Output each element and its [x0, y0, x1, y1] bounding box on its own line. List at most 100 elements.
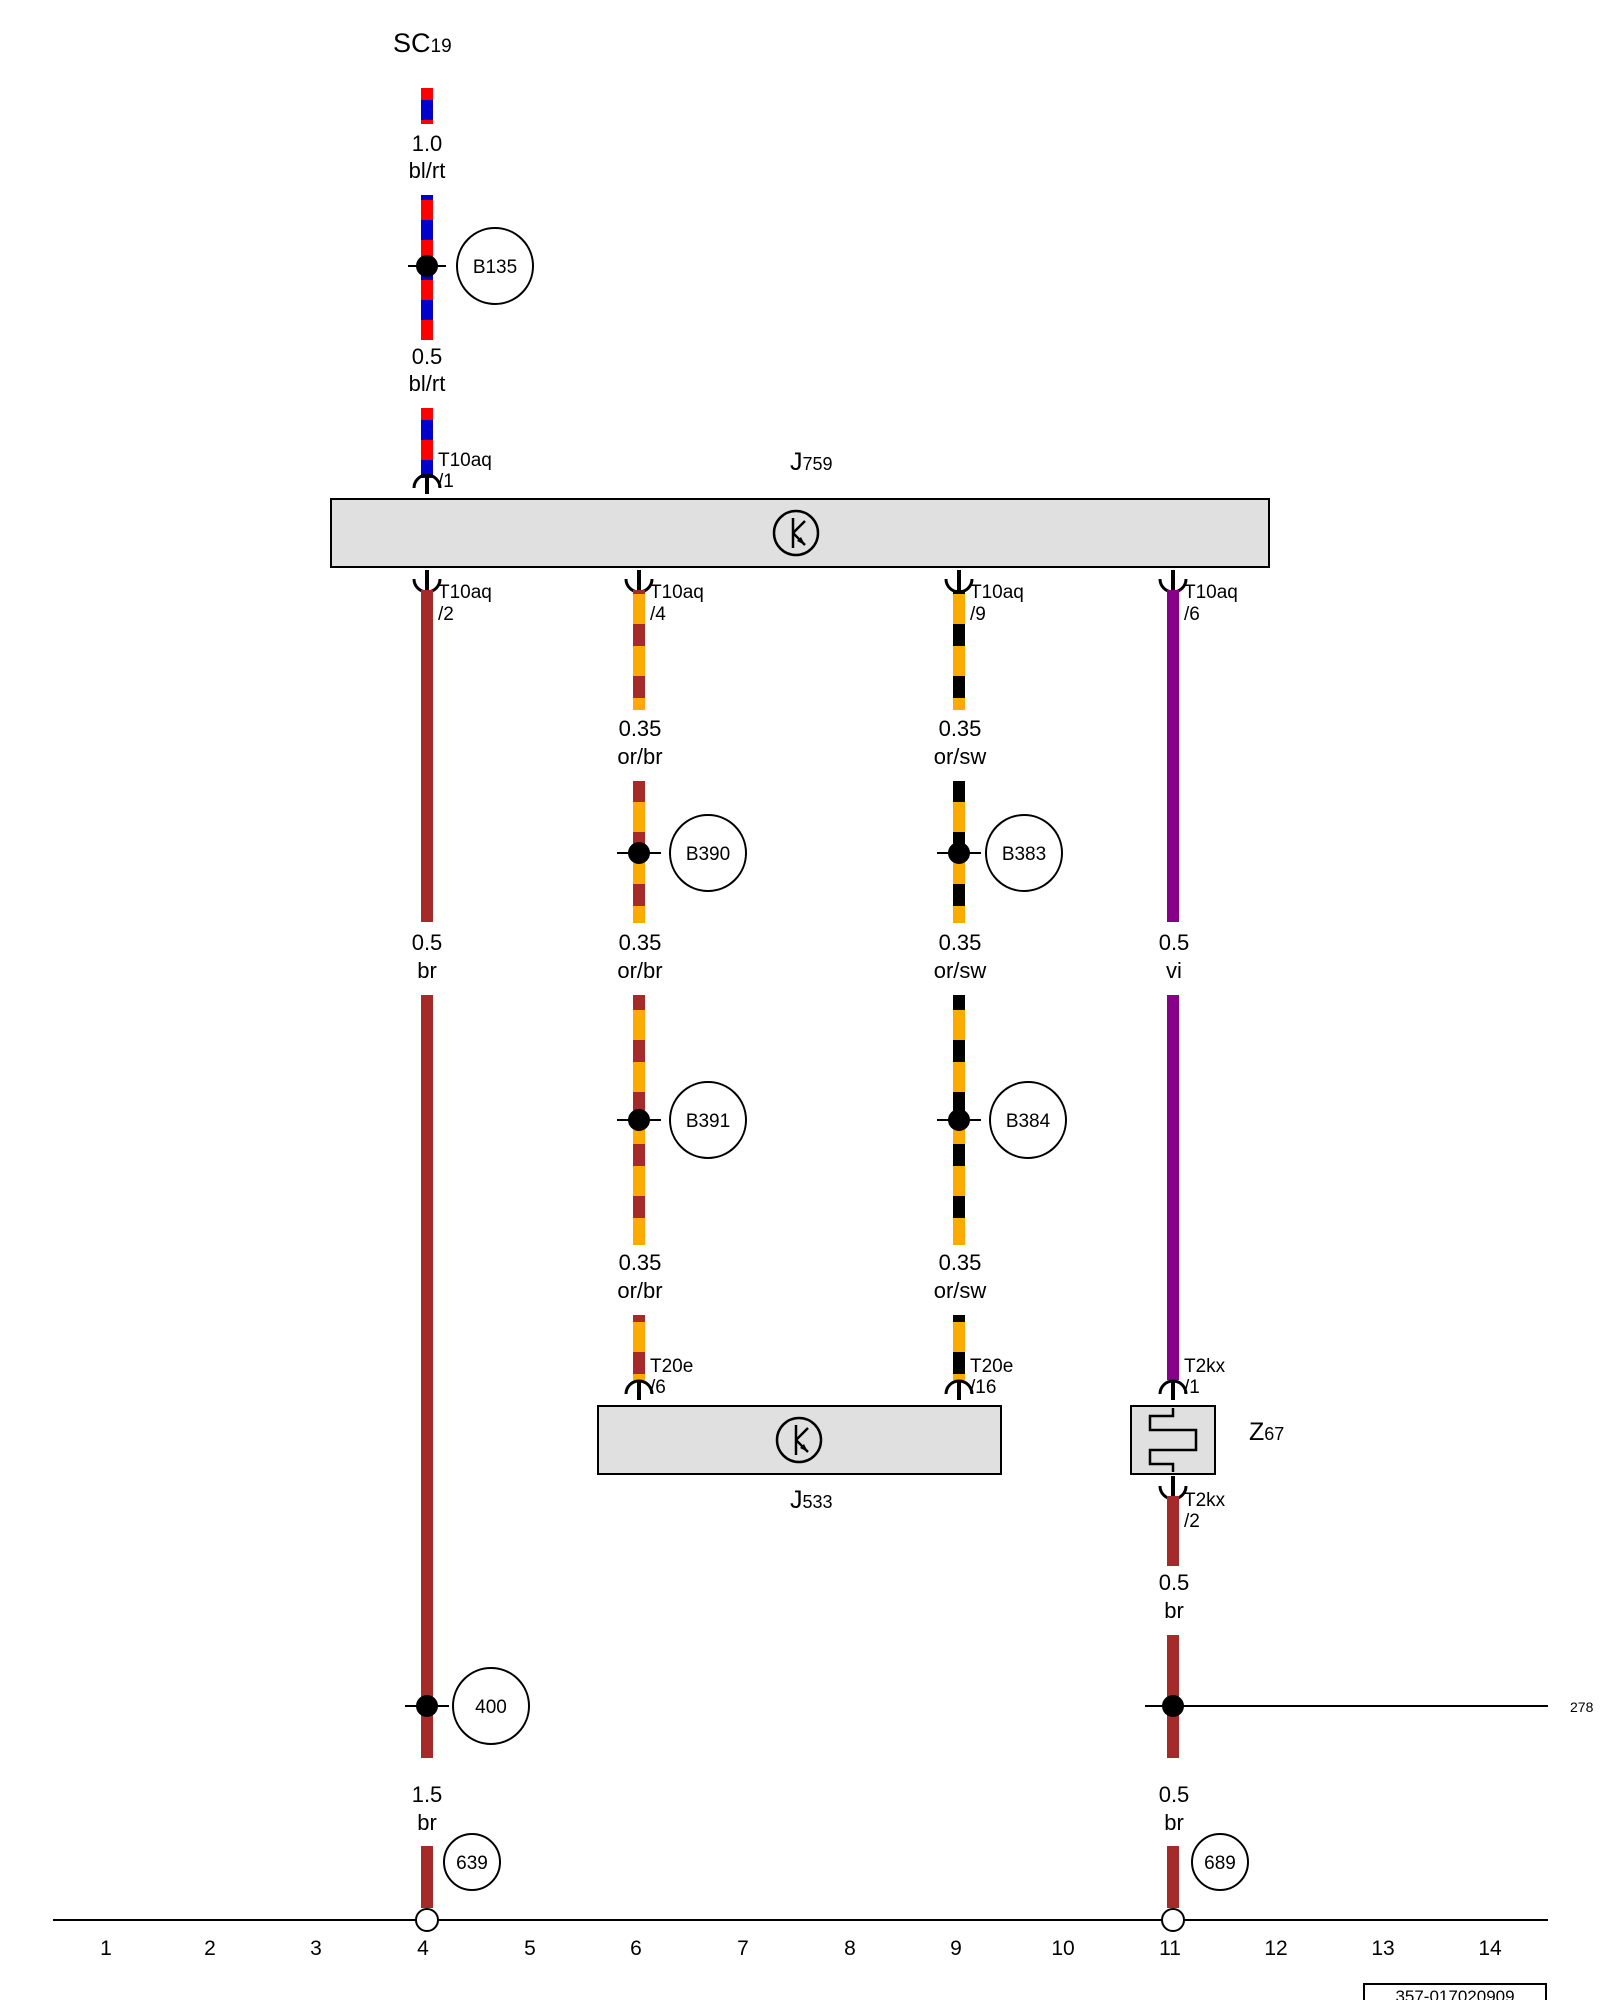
wire-sc19-low	[421, 408, 433, 478]
splice-b391-label: B391	[686, 1111, 730, 1132]
wire-orbr-4	[633, 1315, 645, 1380]
ground-node-11	[1161, 1908, 1185, 1932]
splice-dot-b384	[948, 1109, 970, 1131]
grid-number-3: 3	[310, 1937, 322, 1960]
wire-z67-gnd-color: br	[1164, 1810, 1184, 1835]
connector-t10aq-2-pin: /2	[438, 604, 454, 625]
connector-t20e-16-pin: /16	[970, 1377, 996, 1398]
wire-orsw-3-size: 0.35	[939, 1250, 982, 1275]
splice-dot-b135	[416, 255, 438, 277]
wire-vi-size: 0.5	[1159, 930, 1190, 955]
wire-vi-color: vi	[1166, 958, 1182, 983]
grid-number-5: 5	[524, 1937, 536, 1960]
grid-number-12: 12	[1264, 1937, 1287, 1960]
wire-orsw-3-color: or/sw	[934, 1278, 987, 1303]
wire-sc19-mid-size: 0.5	[412, 344, 443, 369]
wire-orsw-4	[953, 1315, 965, 1380]
connector-t20e-16	[944, 1379, 974, 1400]
connector-t20e-16-name: T20e	[970, 1356, 1013, 1377]
wire-sc19-top	[421, 88, 433, 124]
module-z67	[1130, 1405, 1216, 1475]
wire-orsw-2-size: 0.35	[939, 930, 982, 955]
wire-z67-gnd	[1167, 1846, 1179, 1908]
wire-z67-out	[1167, 1496, 1179, 1566]
connector-t20e-6	[624, 1379, 654, 1400]
control-unit-icon	[772, 509, 820, 557]
splice-dot-crossref	[1162, 1695, 1184, 1717]
connector-t10aq-4-name: T10aq	[650, 582, 704, 603]
grid-number-6: 6	[630, 1937, 642, 1960]
connector-t10aq-4-pin: /4	[650, 604, 666, 625]
grid-number-2: 2	[204, 1937, 216, 1960]
grid-number-8: 8	[844, 1937, 856, 1960]
wire-ground-low-color: br	[417, 1810, 437, 1835]
module-j759-label: J759	[790, 448, 833, 476]
wire-orsw-1-size: 0.35	[939, 716, 982, 741]
wire-sc19-mid-color: bl/rt	[409, 371, 446, 396]
connector-t10aq-2-name: T10aq	[438, 582, 492, 603]
ground-point-639-label: 639	[456, 1853, 488, 1874]
splice-dot-b390	[628, 842, 650, 864]
wire-z67-gnd-size: 0.5	[1159, 1782, 1190, 1807]
wire-ground-main-lower	[421, 995, 433, 1758]
grid-numbers: 1 2 3 4 5 6 7 8 9 10 11 12 13 14	[100, 1937, 1502, 1960]
grid-number-14: 14	[1478, 1937, 1502, 1960]
splice-400-label: 400	[475, 1697, 507, 1718]
grid-number-1: 1	[100, 1937, 112, 1960]
splice-b390-circle	[669, 814, 747, 892]
crossref-label: 278	[1570, 1699, 1594, 1715]
connector-t10aq-1-name: T10aq	[438, 450, 492, 471]
connector-t2kx-1-pin: /1	[1184, 1377, 1200, 1398]
ground-point-639-circle	[443, 1833, 501, 1891]
wire-orbr-1-size: 0.35	[619, 716, 662, 741]
splice-400-circle	[452, 1667, 530, 1745]
wire-orbr-1	[633, 590, 645, 710]
connector-t10aq-1-pin: /1	[438, 471, 454, 492]
ground-point-689-label: 689	[1204, 1853, 1236, 1874]
wire-orsw-2-color: or/sw	[934, 958, 987, 983]
module-j533-label: J533	[790, 1486, 833, 1514]
wire-sc19-top-size: 1.0	[412, 131, 443, 156]
connector-t20e-6-pin: /6	[650, 1377, 666, 1398]
wire-orbr-1-color: or/br	[617, 744, 662, 769]
splice-dot-400	[416, 1695, 438, 1717]
connector-t2kx-1-name: T2kx	[1184, 1356, 1226, 1377]
grid-number-4: 4	[417, 1937, 429, 1960]
splice-dot-b391	[628, 1109, 650, 1131]
wire-orbr-3-color: or/br	[617, 1278, 662, 1303]
wire-sc19-top-color: bl/rt	[409, 158, 446, 183]
source-label: SC19	[393, 28, 452, 58]
ground-point-689-circle	[1191, 1833, 1249, 1891]
splice-dot-b383	[948, 842, 970, 864]
heating-element-icon	[1148, 1408, 1198, 1472]
connector-t10aq-4	[624, 570, 654, 594]
grid-number-13: 13	[1371, 1937, 1394, 1960]
splice-b383-label: B383	[1002, 844, 1046, 865]
connector-t2kx-2-pin: /2	[1184, 1511, 1200, 1532]
connector-t10aq-6	[1158, 570, 1188, 594]
module-j533	[597, 1405, 1002, 1475]
wire-ground-low-size: 1.5	[412, 1782, 443, 1807]
diagram-id: 357-017020909	[1395, 1987, 1514, 2000]
wire-orbr-3-size: 0.35	[619, 1250, 662, 1275]
connector-t10aq-9-pin: /9	[970, 604, 986, 625]
wire-ground-main-size: 0.5	[412, 930, 443, 955]
splice-b384-circle	[989, 1081, 1067, 1159]
splice-b390-label: B390	[686, 844, 730, 865]
module-z67-label: Z67	[1249, 1418, 1284, 1446]
connector-t10aq-2	[412, 570, 442, 594]
grid-number-7: 7	[737, 1937, 749, 1960]
wire-ground-main-color: br	[417, 958, 437, 983]
connector-t2kx-2	[1158, 1476, 1188, 1501]
module-j759	[330, 498, 1270, 568]
wire-ground-main-upper	[421, 590, 433, 922]
splice-b135-circle	[456, 227, 534, 305]
wire-orbr-2-color: or/br	[617, 958, 662, 983]
wire-vi-upper	[1167, 590, 1179, 922]
connector-t10aq-9	[944, 570, 974, 594]
connector-t2kx-1	[1158, 1379, 1188, 1400]
diagram-id-box	[1363, 1983, 1547, 2000]
grid-number-11: 11	[1159, 1937, 1181, 1960]
control-unit-icon	[775, 1416, 823, 1464]
